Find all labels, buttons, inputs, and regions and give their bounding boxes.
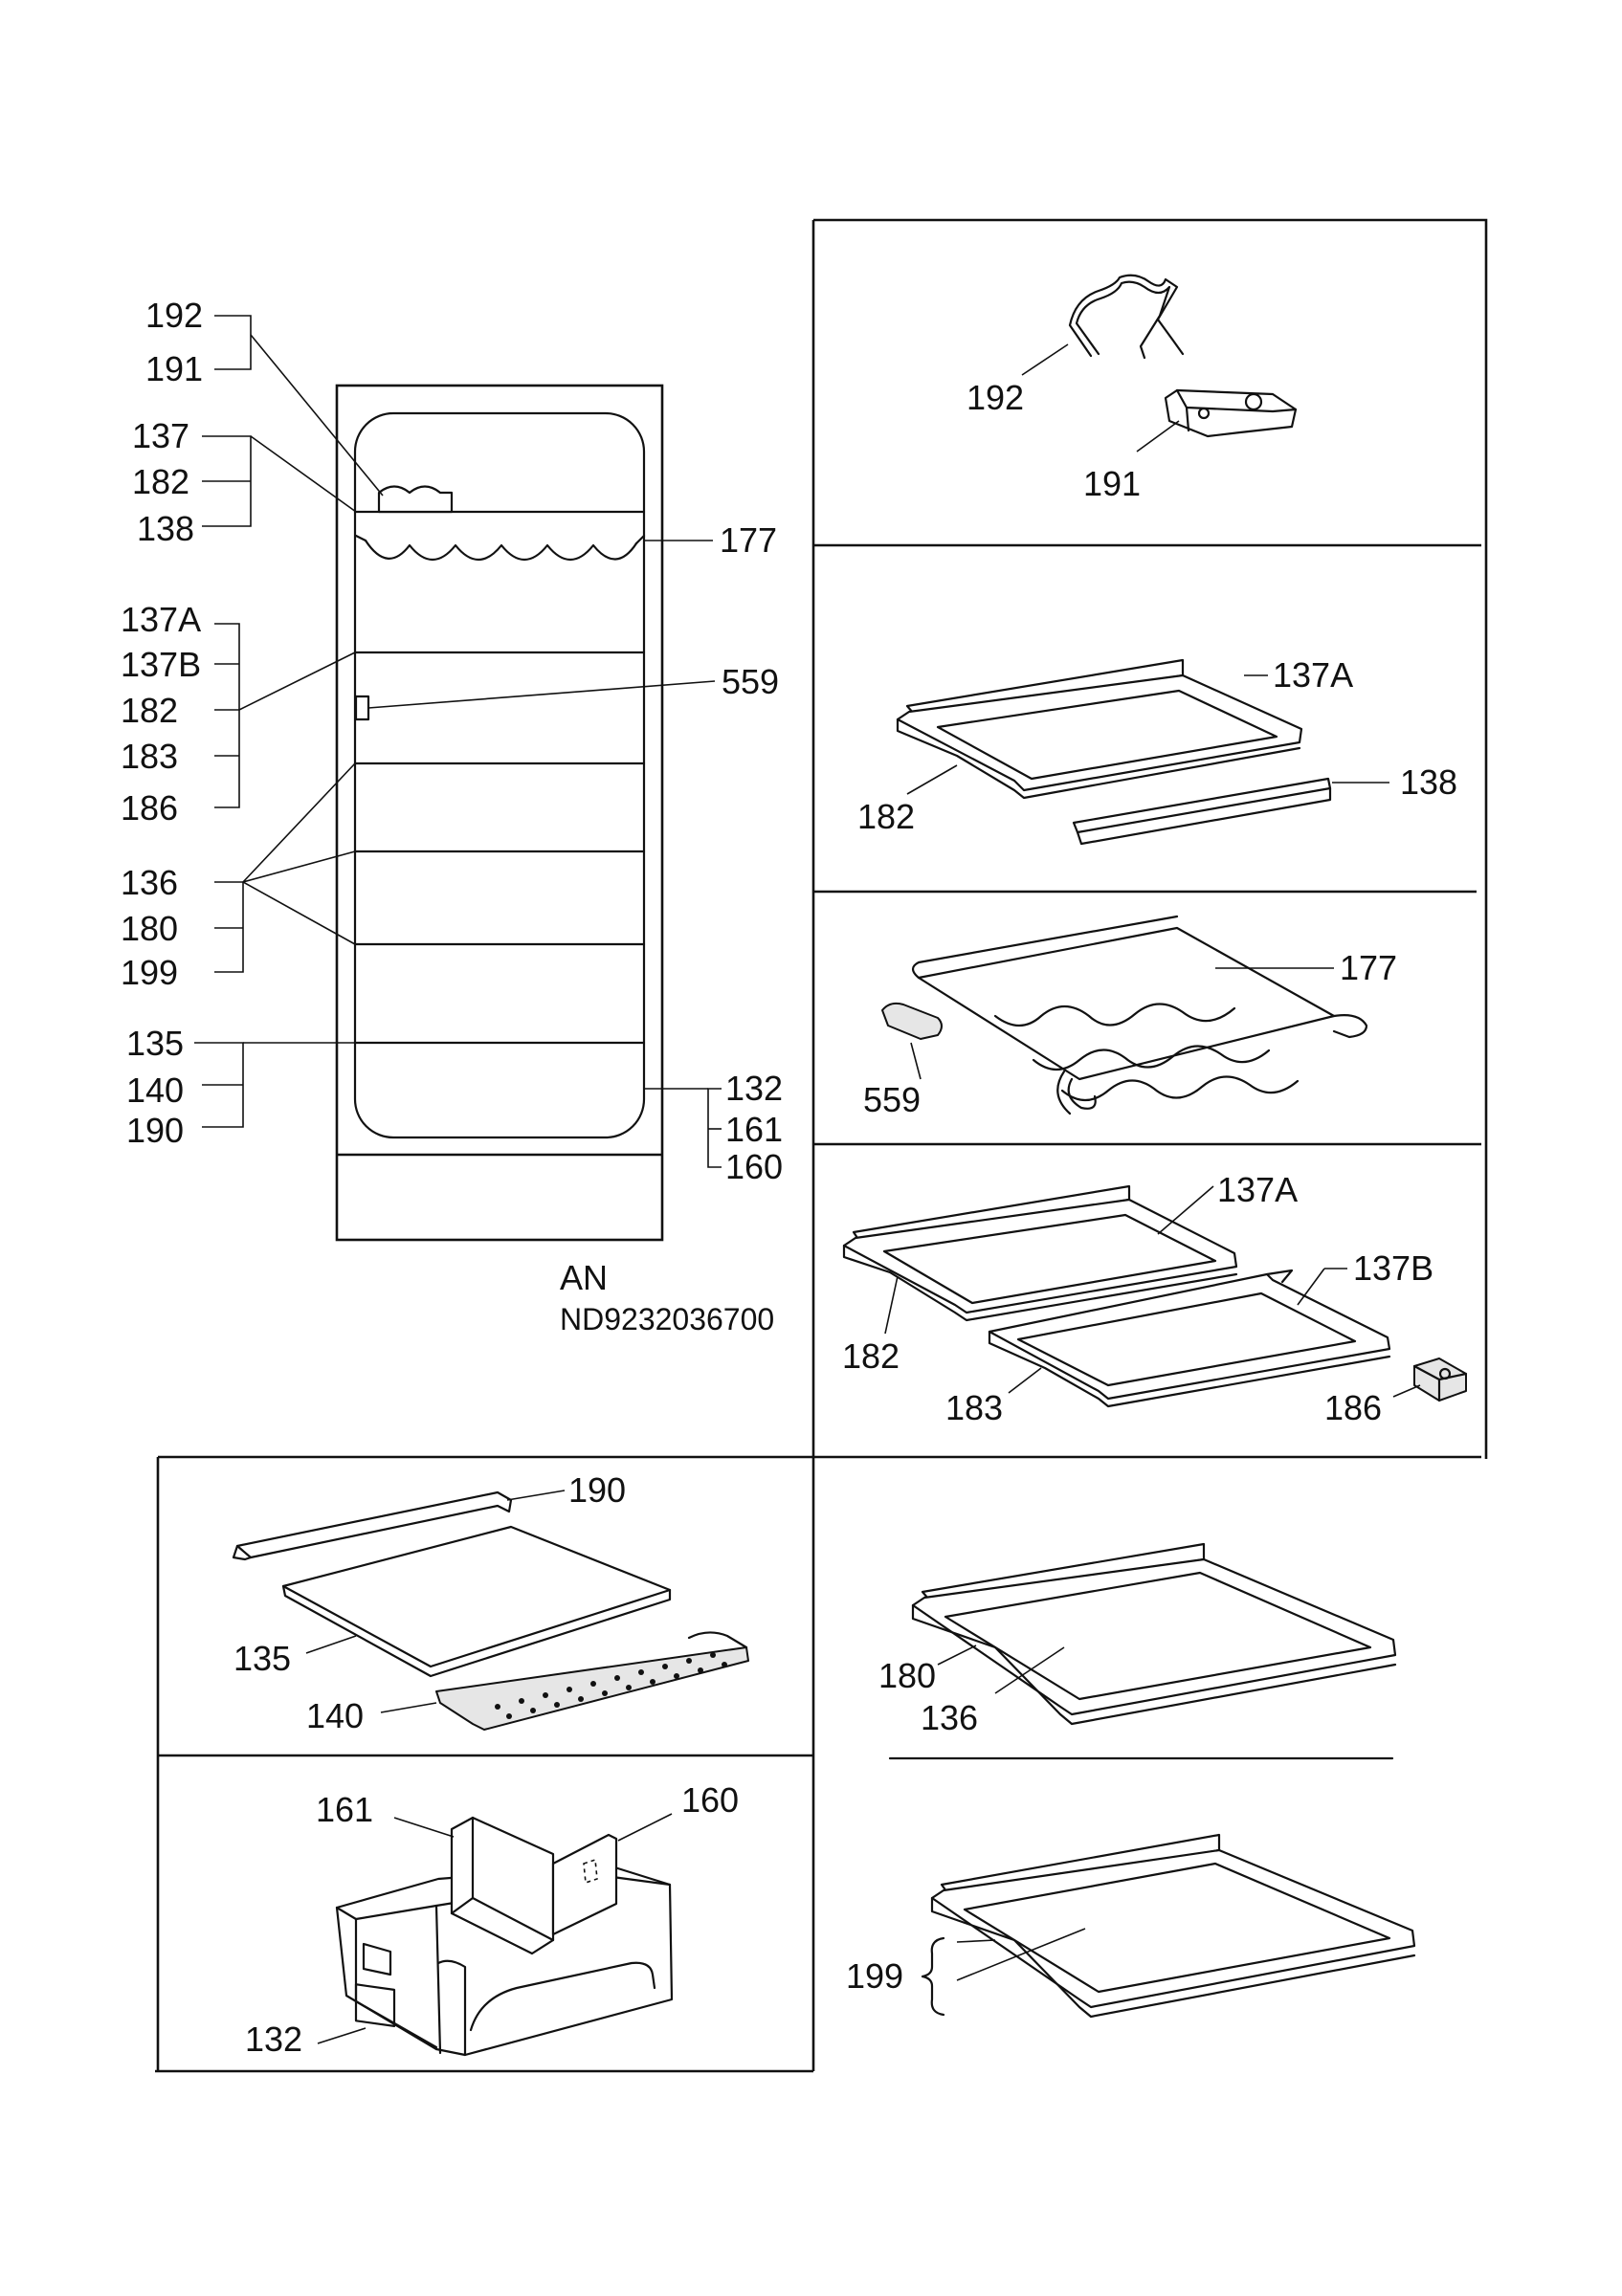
label-190: 190 <box>126 1111 184 1150</box>
label-137B: 137B <box>121 645 201 684</box>
model-line-1: AN <box>560 1258 608 1297</box>
model-code: ND9232036700 <box>560 1302 774 1336</box>
part-559-clip <box>881 1002 943 1040</box>
part-137A-shelf-b <box>842 1184 1238 1322</box>
panel6-leaders <box>937 1645 1065 1694</box>
label-186: 186 <box>121 788 178 828</box>
part-137A-shelf <box>896 658 1303 800</box>
panel-label-177: 177 <box>1340 948 1397 987</box>
panel-frames <box>155 218 1488 2073</box>
panel-label-182-b: 182 <box>842 1336 900 1376</box>
part-190-profile <box>232 1490 513 1561</box>
panel-label-199: 199 <box>846 1956 903 1996</box>
part-192-wire <box>1068 274 1185 360</box>
part-137B-shelf <box>988 1269 1391 1408</box>
label-135: 135 <box>126 1024 184 1063</box>
label-559: 559 <box>722 662 779 701</box>
part-135-glass <box>281 1525 672 1678</box>
part-199-shelf <box>930 1833 1416 2019</box>
panel-label-137B: 137B <box>1353 1248 1433 1288</box>
label-192: 192 <box>145 296 203 335</box>
label-191: 191 <box>145 349 203 388</box>
part-191-clip <box>1164 388 1298 438</box>
panel2-leaders <box>906 674 1389 795</box>
label-161: 161 <box>725 1110 783 1149</box>
panel-label-140: 140 <box>306 1696 364 1735</box>
overview-label-group: 192 191 137 182 138 177 137A 137B 182 18… <box>121 296 783 1186</box>
panel-label-183: 183 <box>945 1388 1003 1427</box>
part-136-shelf <box>911 1542 1397 1726</box>
panel-label-137A: 137A <box>1273 655 1353 695</box>
part-160-divider <box>551 1833 618 1936</box>
panel-label-182: 182 <box>857 797 915 836</box>
label-132: 132 <box>725 1069 783 1108</box>
panel-label-136: 136 <box>921 1698 978 1737</box>
panel-label-559: 559 <box>863 1080 921 1119</box>
overview-leaders <box>194 315 722 1168</box>
panel-label-137A-b: 137A <box>1217 1170 1298 1209</box>
panel4-leaders <box>884 1185 1421 1398</box>
label-136: 136 <box>121 863 178 902</box>
label-160: 160 <box>725 1147 783 1186</box>
label-138: 138 <box>137 509 194 548</box>
label-183: 183 <box>121 737 178 776</box>
part-161-divider <box>450 1816 555 1955</box>
panel-label-135: 135 <box>233 1639 291 1678</box>
label-177: 177 <box>720 520 777 560</box>
label-140: 140 <box>126 1071 184 1110</box>
cabinet-overview <box>335 384 664 1242</box>
panel5-leaders <box>305 1490 566 1713</box>
label-137A: 137A <box>121 600 201 639</box>
panel8-leaders <box>317 1813 673 2044</box>
part-186-block <box>1412 1358 1468 1402</box>
label-137: 137 <box>132 416 189 455</box>
part-140-profile <box>435 1631 749 1731</box>
label-199: 199 <box>121 953 178 992</box>
label-180: 180 <box>121 909 178 948</box>
panel-label-160: 160 <box>681 1780 739 1820</box>
label-182-b: 182 <box>121 691 178 730</box>
label-182: 182 <box>132 462 189 501</box>
panel-label-180: 180 <box>878 1656 936 1695</box>
panel1-leaders <box>1021 343 1180 453</box>
panel-label-186: 186 <box>1324 1388 1382 1427</box>
panel3-leaders <box>910 967 1334 1080</box>
part-138-strip <box>1072 777 1332 846</box>
panel-label-132: 132 <box>245 2020 302 2059</box>
panel-label-161: 161 <box>316 1790 373 1829</box>
panel-label-192: 192 <box>967 378 1024 417</box>
panel-label-190: 190 <box>568 1470 626 1510</box>
panel-label-138: 138 <box>1400 762 1457 802</box>
perforation-dots <box>495 1652 727 1719</box>
panel-label-191: 191 <box>1083 464 1141 503</box>
part-177-bottle-rack <box>911 915 1368 1115</box>
panel7-leaders <box>921 1928 1086 2017</box>
